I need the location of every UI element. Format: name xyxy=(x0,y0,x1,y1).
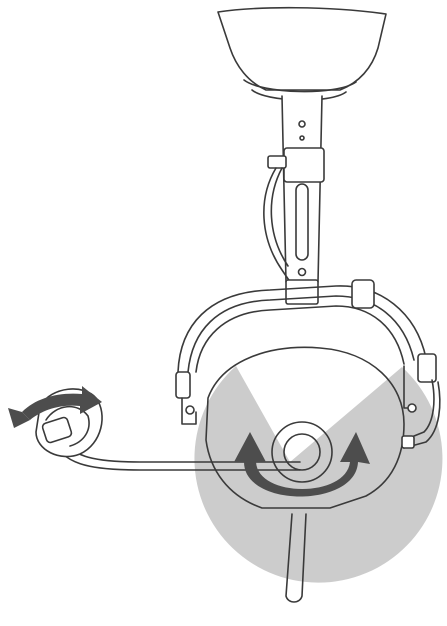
mic-swivel-arrow xyxy=(22,386,102,420)
strap-screw-top xyxy=(298,120,306,128)
left-yoke-clip xyxy=(175,371,191,399)
ear-cable xyxy=(403,379,435,441)
boom-pivot-inner xyxy=(283,433,321,471)
rotation-range-sector xyxy=(194,366,443,583)
right-yoke-clip xyxy=(417,353,437,383)
slider-buckle xyxy=(283,147,325,183)
cup-cable-down xyxy=(285,513,307,603)
ear-cup xyxy=(205,346,405,509)
slider-slot xyxy=(295,183,309,261)
adjustment-arrows xyxy=(8,386,370,497)
headband-clip xyxy=(351,279,375,309)
headband-outer xyxy=(177,285,427,373)
head-cushion xyxy=(217,6,387,91)
headband-inner xyxy=(187,295,415,373)
microphone-collar xyxy=(41,416,73,444)
boom-rotation-arrow xyxy=(234,432,370,497)
boom-pivot-outer xyxy=(271,421,333,483)
strap-screw-bottom xyxy=(297,267,307,277)
headband-assembly xyxy=(35,6,441,603)
cushion-underside xyxy=(243,79,357,93)
strap-mount xyxy=(285,279,319,305)
